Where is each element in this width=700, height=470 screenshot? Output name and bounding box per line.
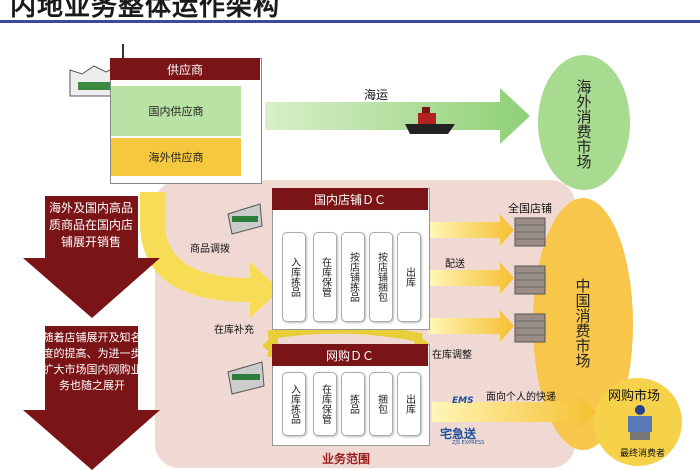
side-note-2: 随着店铺展开及知名度的提高、为进一步扩大市场国内网购业务也随之展开	[42, 331, 142, 392]
overseas-supplier-box: 海外供应商	[111, 138, 241, 176]
ems-logo: EMS	[452, 396, 474, 406]
zjs-logo-subtext: ZJS EXPRESS	[452, 440, 485, 446]
page-title: 内地业务整体运作架构	[10, 0, 281, 22]
store-dc-step-4: 按店铺捆包	[369, 232, 393, 322]
delivery-arrow-3	[428, 310, 514, 342]
overseas-market-ellipse	[538, 55, 630, 190]
store-dc-step-1: 入库拣品	[282, 232, 306, 322]
store-dc-step-3: 按店铺拣品	[341, 232, 365, 322]
online-dc-step-4: 捆包	[369, 372, 393, 436]
side-arrow-top	[23, 196, 160, 318]
goods-adjust-arrow	[140, 192, 280, 318]
business-scope-label: 业务范围	[322, 452, 371, 466]
online-dc-header: 网购ＤＣ	[272, 344, 428, 366]
china-market-label: 中国消费市场	[573, 278, 592, 368]
zjs-logo: 宅急送	[440, 425, 476, 442]
store-dc-step-5: 出库	[397, 232, 421, 322]
warehouse-icon-online-dc	[227, 361, 265, 395]
consumer-icon	[628, 405, 652, 440]
online-dc-step-1: 入库拣品	[282, 372, 306, 436]
restock-loop-arrow	[267, 324, 423, 343]
delivery-label: 配送	[445, 259, 465, 270]
domestic-supplier-box: 国内供应商	[111, 86, 241, 136]
stock-adjust-label: 在库调整	[432, 350, 472, 361]
online-dc-step-3: 拣品	[341, 372, 365, 436]
sea-route-arrow	[265, 88, 530, 144]
delivery-arrow-1	[428, 214, 514, 246]
side-note-1: 海外及国内高品质商品在国内店铺展开销售	[48, 201, 133, 249]
store-icon-2	[514, 265, 546, 295]
restock-label: 在库补充	[214, 325, 254, 336]
store-icon-1	[514, 217, 546, 247]
end-consumer-label: 最终消费者	[620, 449, 666, 459]
zjs-logo-text: 宅急送	[440, 427, 477, 441]
domestic-supplier-label: 国内供应商	[148, 105, 204, 118]
sea-route-label: 海运	[364, 88, 389, 102]
supplier-header: 供应商	[110, 58, 260, 80]
online-dc-step-5: 出库	[397, 372, 421, 436]
store-dc-header: 国内店铺ＤＣ	[272, 188, 428, 210]
goods-adjust-label: 商品调拨	[190, 244, 230, 255]
overseas-supplier-label: 海外供应商	[148, 151, 204, 164]
title-divider	[0, 20, 700, 23]
cargo-ship-icon	[405, 107, 455, 134]
store-dc-step-2: 在库保管	[313, 232, 337, 322]
store-icon-3	[514, 313, 546, 343]
side-arrow-bottom	[23, 326, 160, 470]
warehouse-icon-store-dc	[227, 203, 263, 235]
courier-label: 面向个人的快递	[486, 392, 556, 403]
national-stores-label: 全国店铺	[508, 202, 552, 215]
online-dc-step-2: 在库保管	[313, 372, 337, 436]
delivery-arrow-2	[428, 262, 514, 294]
overseas-market-label: 海外消费市场	[574, 78, 593, 169]
online-market-label: 网购市场	[608, 389, 661, 404]
courier-arrow	[432, 392, 596, 432]
